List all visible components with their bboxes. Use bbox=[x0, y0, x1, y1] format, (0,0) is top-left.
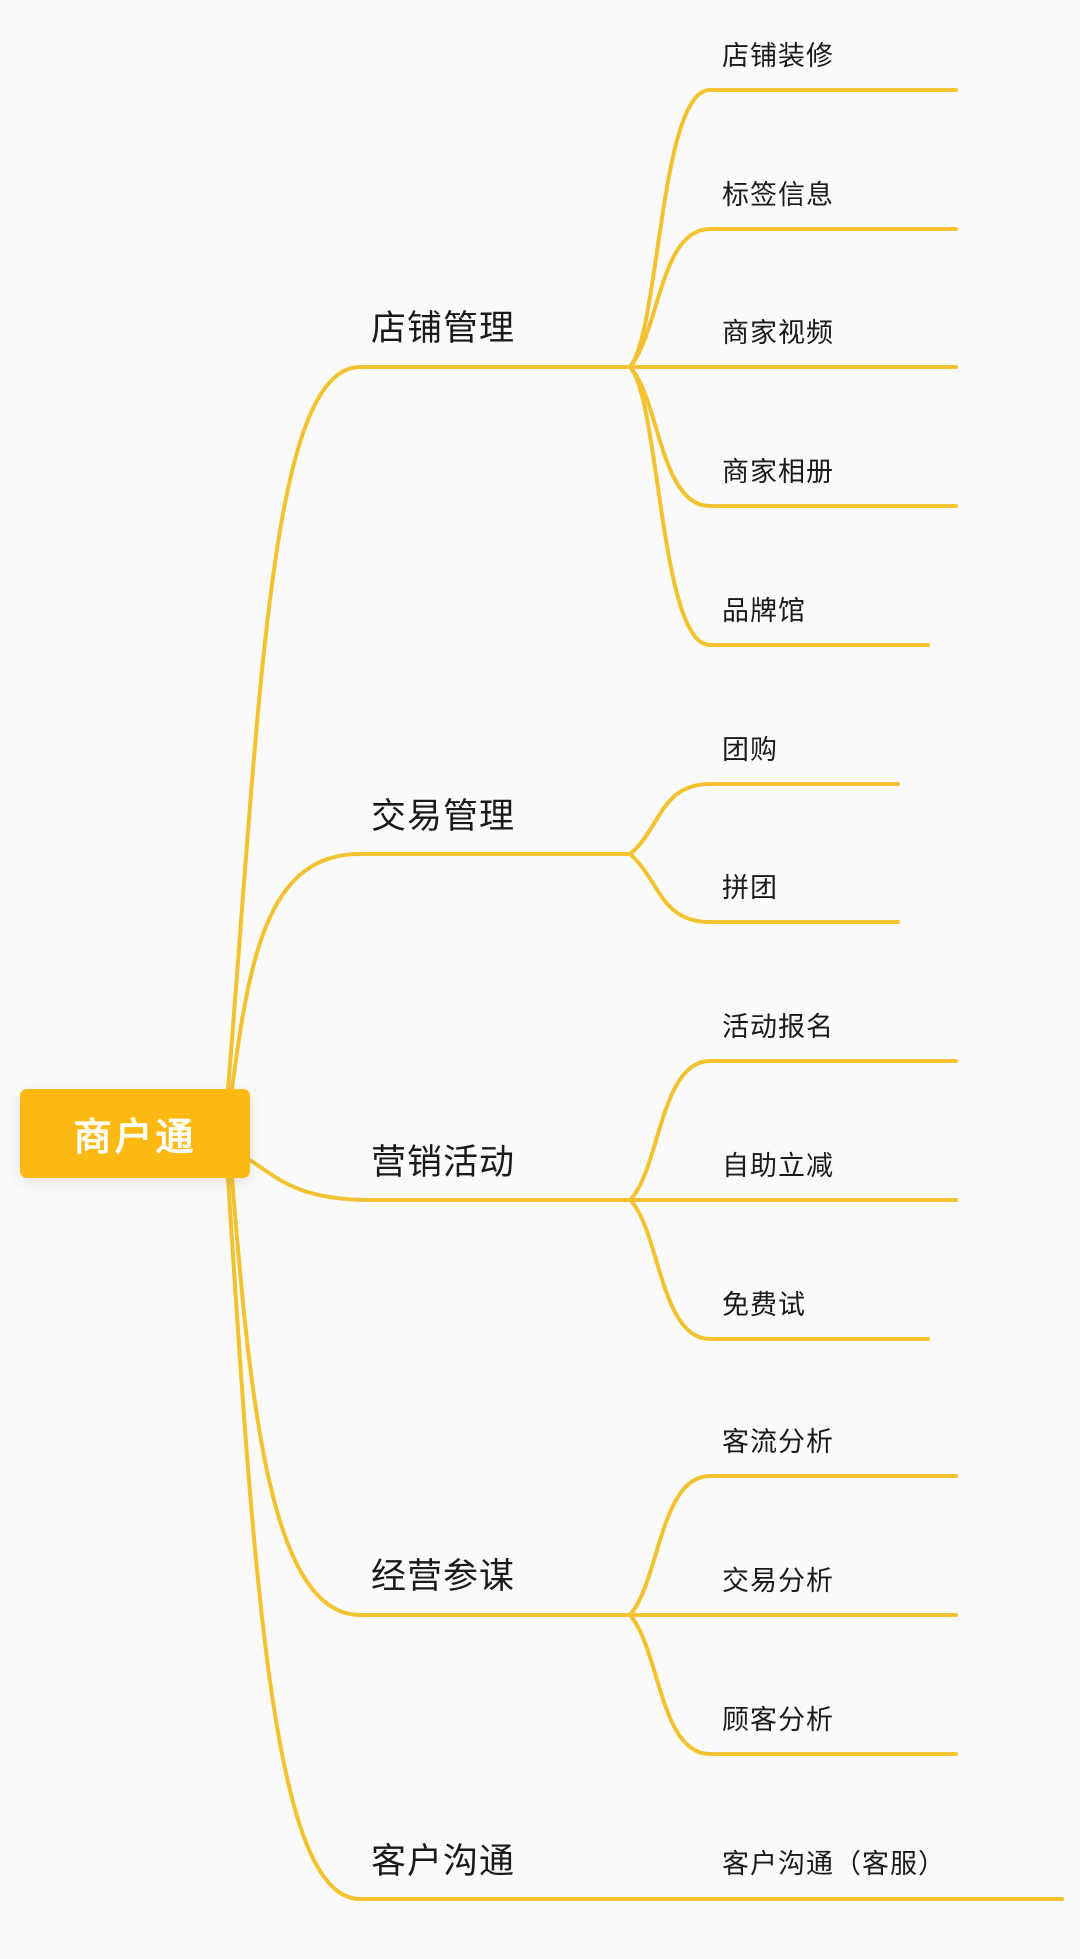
node-tag-info[interactable]: 标签信息 bbox=[722, 180, 834, 211]
node-business-advisor[interactable]: 经营参谋 bbox=[371, 1557, 516, 1597]
node-merchant-video[interactable]: 商家视频 bbox=[722, 318, 834, 349]
node-customer-service[interactable]: 客户沟通（客服） bbox=[722, 1849, 946, 1880]
node-store-decoration[interactable]: 店铺装修 bbox=[722, 41, 834, 72]
node-activity-signup[interactable]: 活动报名 bbox=[722, 1012, 834, 1043]
node-customer-analysis[interactable]: 顾客分析 bbox=[722, 1705, 834, 1736]
root-node[interactable]: 商户通 bbox=[20, 1089, 250, 1178]
node-marketing-activities[interactable]: 营销活动 bbox=[371, 1143, 516, 1183]
node-brand-hall[interactable]: 品牌馆 bbox=[722, 596, 806, 627]
node-pin-group[interactable]: 拼团 bbox=[722, 873, 778, 904]
node-transaction-management[interactable]: 交易管理 bbox=[371, 797, 516, 837]
node-merchant-album[interactable]: 商家相册 bbox=[722, 457, 834, 488]
node-traffic-analysis[interactable]: 客流分析 bbox=[722, 1427, 834, 1458]
node-transaction-analysis[interactable]: 交易分析 bbox=[722, 1566, 834, 1597]
root-label: 商户通 bbox=[73, 1115, 197, 1159]
node-store-management[interactable]: 店铺管理 bbox=[371, 309, 516, 349]
node-free-trial[interactable]: 免费试 bbox=[722, 1290, 806, 1321]
node-group-buy[interactable]: 团购 bbox=[722, 735, 778, 766]
node-customer-communication[interactable]: 客户沟通 bbox=[371, 1842, 516, 1882]
node-self-discount[interactable]: 自助立减 bbox=[722, 1151, 834, 1182]
